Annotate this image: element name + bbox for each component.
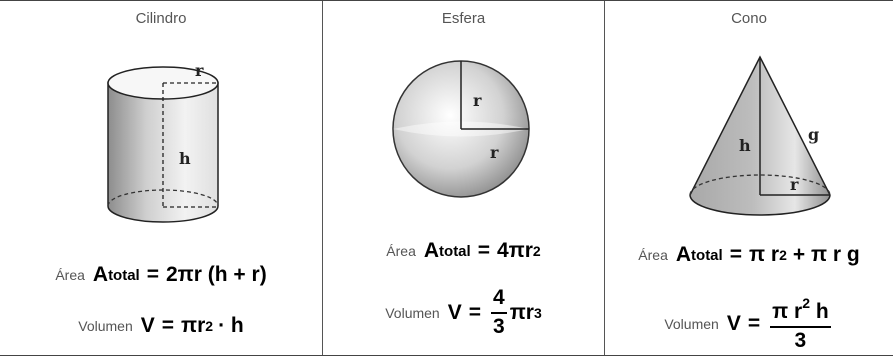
cylinder-label-r: r — [195, 61, 204, 80]
cone-label-r: r — [790, 175, 799, 194]
cylinder-area-sub: total — [108, 266, 140, 284]
sphere-volume-lhs: V — [447, 300, 462, 324]
cylinder-volume-rhs-a: πr — [181, 314, 206, 337]
cylinder-area-word: Área — [55, 267, 85, 283]
sphere-area-word: Área — [386, 243, 416, 259]
cone-volume-fraction: π r2 h 3 — [770, 295, 831, 353]
cone-volume-word: Volumen — [664, 316, 719, 332]
sphere-area-sub: total — [439, 242, 471, 260]
sphere-label-r1: r — [473, 91, 482, 110]
cone-volume-num-exp: 2 — [802, 295, 810, 311]
sphere-figure — [392, 60, 530, 198]
sphere-volume-rhs: πr — [509, 300, 534, 324]
sphere-area-lhs: A — [423, 239, 440, 262]
cone-area-rhs-b: + π r g — [792, 243, 860, 266]
column-divider-2 — [604, 1, 605, 355]
cone-hidden-base-edge — [689, 174, 831, 196]
column-divider-1 — [322, 1, 323, 355]
cylinder-body — [107, 82, 219, 223]
cylinder-volume-word: Volumen — [78, 318, 133, 334]
cone-area-lhs: A — [675, 243, 692, 266]
cylinder-volume-lhs: V — [140, 314, 155, 337]
cylinder-figure — [107, 66, 219, 223]
sphere-title: Esfera — [441, 10, 486, 27]
cone-area-word: Área — [638, 247, 668, 263]
sphere-volume-fraction: 4 3 — [491, 286, 507, 339]
cone-label-h: h — [739, 136, 751, 155]
cone-volume-num-b: h — [815, 300, 829, 323]
cone-volume-num-a: π r — [772, 300, 803, 323]
sphere-volume-numerator: 4 — [491, 286, 507, 314]
cone-label-g: g — [808, 125, 820, 144]
cylinder-title: Cilindro — [135, 10, 187, 27]
cone-volume-lhs: V — [726, 312, 741, 335]
sphere-area-rhs: 4πr — [496, 239, 533, 262]
cone-area-exp: 2 — [779, 247, 787, 263]
cylinder-volume-rhs-b: · h — [218, 314, 244, 337]
sphere-label-r2: r — [490, 143, 499, 162]
sphere-area-exp: 2 — [532, 243, 541, 259]
sphere-volume-word: Volumen — [385, 304, 440, 321]
cylinder-label-h: h — [179, 149, 191, 168]
cone-volume-formula: Volumen V = π r2 h 3 — [664, 295, 831, 353]
cone-volume-numerator: π r2 h — [770, 295, 831, 328]
cylinder-area-lhs: A — [92, 263, 109, 286]
cylinder-area-rhs: 2πr (h + r) — [166, 263, 267, 286]
sphere-volume-denominator: 3 — [493, 315, 505, 338]
cone-area-sub: total — [691, 246, 723, 264]
cone-area-rhs-a: π r — [748, 243, 780, 266]
cone-figure — [689, 55, 831, 216]
cone-volume-denominator: 3 — [794, 329, 807, 352]
sphere-volume-exp: 3 — [533, 304, 542, 321]
cylinder-volume-exp: 2 — [205, 318, 214, 334]
cone-title: Cono — [731, 10, 767, 27]
